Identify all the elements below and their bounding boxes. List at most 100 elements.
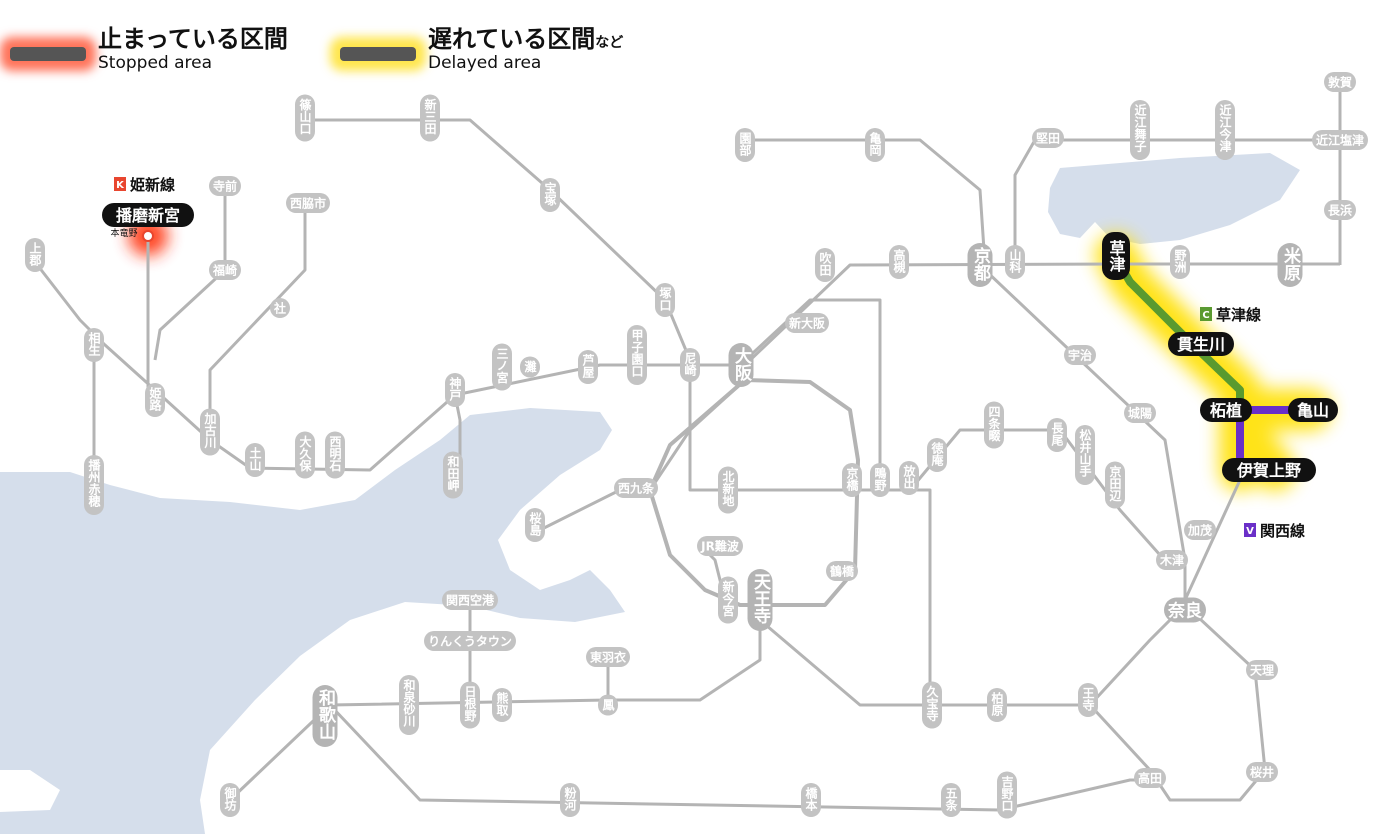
lake-biwa — [1048, 153, 1300, 244]
station-joyo[interactable]: 城陽 — [1124, 403, 1156, 423]
station-ashiya[interactable]: 芦屋 — [578, 350, 598, 384]
station-takada[interactable]: 高田 — [1134, 768, 1166, 788]
kishin-line-name: 姫新線 — [130, 176, 175, 194]
station-hineno[interactable]: 日根野 — [460, 681, 480, 729]
station-sakurajima[interactable]: 桜島 — [525, 508, 545, 542]
stopped-station-marker[interactable] — [142, 230, 154, 242]
station-kyobashi[interactable]: 京橋 — [842, 463, 862, 497]
station-banshu-ako[interactable]: 播州赤穂 — [84, 455, 104, 515]
station-himeji[interactable]: 姫路 — [145, 383, 165, 417]
station-tsukaguchi[interactable]: 塚口 — [655, 283, 675, 317]
station-nishi-akashi[interactable]: 西明石 — [325, 431, 345, 479]
station-label: 木津 — [1159, 553, 1184, 568]
station-takarazuka[interactable]: 宝塚 — [540, 178, 560, 212]
station-kokawa[interactable]: 粉河 — [560, 783, 580, 817]
station-takatsuki[interactable]: 高槻 — [889, 245, 909, 279]
station-osaka[interactable]: 大阪 — [728, 343, 754, 387]
station-kitashinchi[interactable]: 北新地 — [718, 466, 738, 514]
station-omi-maiko[interactable]: 近江舞子 — [1130, 100, 1150, 160]
station-sannomiya[interactable]: 三ノ宮 — [492, 343, 512, 391]
station-wakayama[interactable]: 和歌山 — [312, 685, 338, 747]
station-kumatori[interactable]: 熊取 — [492, 688, 512, 722]
station-kyoto[interactable]: 京都 — [967, 243, 993, 287]
station-tsuruhashi[interactable]: 鶴橋 — [826, 561, 858, 581]
station-label: 野洲 — [1173, 249, 1187, 274]
station-kyotanabe[interactable]: 京田辺 — [1105, 461, 1125, 509]
station-higashi-hagoromo[interactable]: 東羽衣 — [586, 647, 630, 667]
station-rinku-town[interactable]: りんくうタウン — [424, 631, 516, 651]
station-koshienguchi[interactable]: 甲子園口 — [627, 325, 647, 385]
station-fukusaki[interactable]: 福崎 — [209, 260, 241, 280]
station-shijonawate[interactable]: 四条畷 — [984, 401, 1004, 449]
station-kameyama[interactable]: 亀山 — [1297, 401, 1329, 420]
station-nagahama[interactable]: 長浜 — [1324, 200, 1356, 220]
station-shin-imamiya[interactable]: 新今宮 — [718, 576, 738, 624]
station-nishiwakishi[interactable]: 西脇市 — [286, 193, 330, 213]
station-katata[interactable]: 堅田 — [1032, 128, 1064, 148]
station-nada[interactable]: 灘 — [520, 356, 540, 378]
station-otori[interactable]: 鳳 — [598, 694, 618, 716]
station-kizu[interactable]: 木津 — [1156, 550, 1188, 570]
station-uji[interactable]: 宇治 — [1064, 345, 1096, 365]
station-kansai-airport[interactable]: 関西空港 — [442, 590, 498, 610]
station-label: 西明石 — [328, 435, 342, 472]
station-harima-shingu[interactable]: 播磨新宮 — [116, 206, 180, 225]
station-kamigori[interactable]: 上郡 — [25, 238, 45, 272]
station-kakogawa[interactable]: 加古川 — [200, 408, 220, 456]
station-shinsanda[interactable]: 新三田 — [420, 94, 440, 142]
station-yoshinoguchi[interactable]: 吉野口 — [997, 771, 1017, 819]
station-sasayamaguchi[interactable]: 篠山口 — [295, 94, 315, 142]
station-suita[interactable]: 吹田 — [815, 248, 835, 282]
station-hanaten[interactable]: 放出 — [899, 461, 919, 495]
station-gojo[interactable]: 五条 — [941, 783, 961, 817]
station-yasu[interactable]: 野洲 — [1170, 245, 1190, 279]
kansai-line-name: 関西線 — [1260, 522, 1305, 540]
station-wadamisaki[interactable]: 和田岬 — [443, 451, 463, 499]
station-label: 天王寺 — [750, 573, 771, 624]
station-kyuhoji[interactable]: 久宝寺 — [922, 681, 942, 729]
station-tennoji[interactable]: 天王寺 — [747, 569, 773, 631]
station-oji[interactable]: 王寺 — [1078, 683, 1098, 717]
station-izumi-sunagawa[interactable]: 和泉砂川 — [399, 675, 419, 735]
station-nishikujo[interactable]: 西九条 — [614, 478, 658, 498]
station-shigino[interactable]: 鴫野 — [870, 463, 890, 497]
station-nagao[interactable]: 長尾 — [1047, 418, 1067, 452]
station-label: 姫路 — [148, 386, 162, 412]
station-kobe[interactable]: 神戸 — [445, 373, 465, 407]
station-label: 吹田 — [818, 251, 832, 277]
station-kusatsu[interactable]: 草津 — [1107, 240, 1126, 273]
station-omi-shiotsu[interactable]: 近江塩津 — [1312, 130, 1368, 150]
station-gobo[interactable]: 御坊 — [220, 783, 240, 817]
station-tsuruga[interactable]: 敦賀 — [1324, 72, 1356, 92]
station-maibara[interactable]: 米原 — [1277, 243, 1303, 287]
station-amagasaki[interactable]: 尼崎 — [680, 348, 700, 382]
station-tsuge[interactable]: 柘植 — [1210, 401, 1242, 420]
station-kamo[interactable]: 加茂 — [1184, 520, 1216, 540]
station-nara[interactable]: 奈良 — [1164, 597, 1206, 623]
station-jr-namba[interactable]: JR難波 — [697, 536, 743, 556]
line-badges: K 姫新線 C 草津線 V 関西線 — [114, 176, 1305, 540]
station-yamashina[interactable]: 山科 — [1005, 245, 1025, 279]
station-sonobe[interactable]: 園部 — [735, 128, 755, 162]
station-kameoka[interactable]: 亀岡 — [865, 128, 885, 162]
station-matsuiyamate[interactable]: 松井山手 — [1075, 425, 1095, 485]
station-terazen[interactable]: 寺前 — [209, 176, 241, 196]
station-sakurai[interactable]: 桜井 — [1246, 762, 1278, 782]
station-aioi[interactable]: 相生 — [84, 328, 104, 362]
station-okubo[interactable]: 大久保 — [295, 431, 315, 479]
station-hashimoto[interactable]: 橋本 — [801, 783, 821, 817]
station-tsuchiyama[interactable]: 土山 — [245, 443, 265, 477]
station-label: 亀岡 — [868, 131, 882, 157]
station-tokuan[interactable]: 徳庵 — [927, 438, 947, 472]
station-omi-imazu[interactable]: 近江今津 — [1215, 100, 1235, 160]
kishin-badge: K — [116, 180, 125, 191]
station-label: 四条畷 — [987, 405, 1001, 442]
station-kashiwara[interactable]: 柏原 — [987, 688, 1007, 722]
station-yashiro[interactable]: 社 — [270, 298, 290, 318]
station-shin-osaka[interactable]: 新大阪 — [785, 313, 829, 333]
station-tenri[interactable]: 天理 — [1246, 660, 1278, 680]
station-kibukawa[interactable]: 貫生川 — [1177, 335, 1225, 354]
station-iga-ueno[interactable]: 伊賀上野 — [1236, 461, 1301, 480]
station-label: 高槻 — [892, 248, 906, 274]
station-label: 大阪 — [731, 346, 752, 382]
